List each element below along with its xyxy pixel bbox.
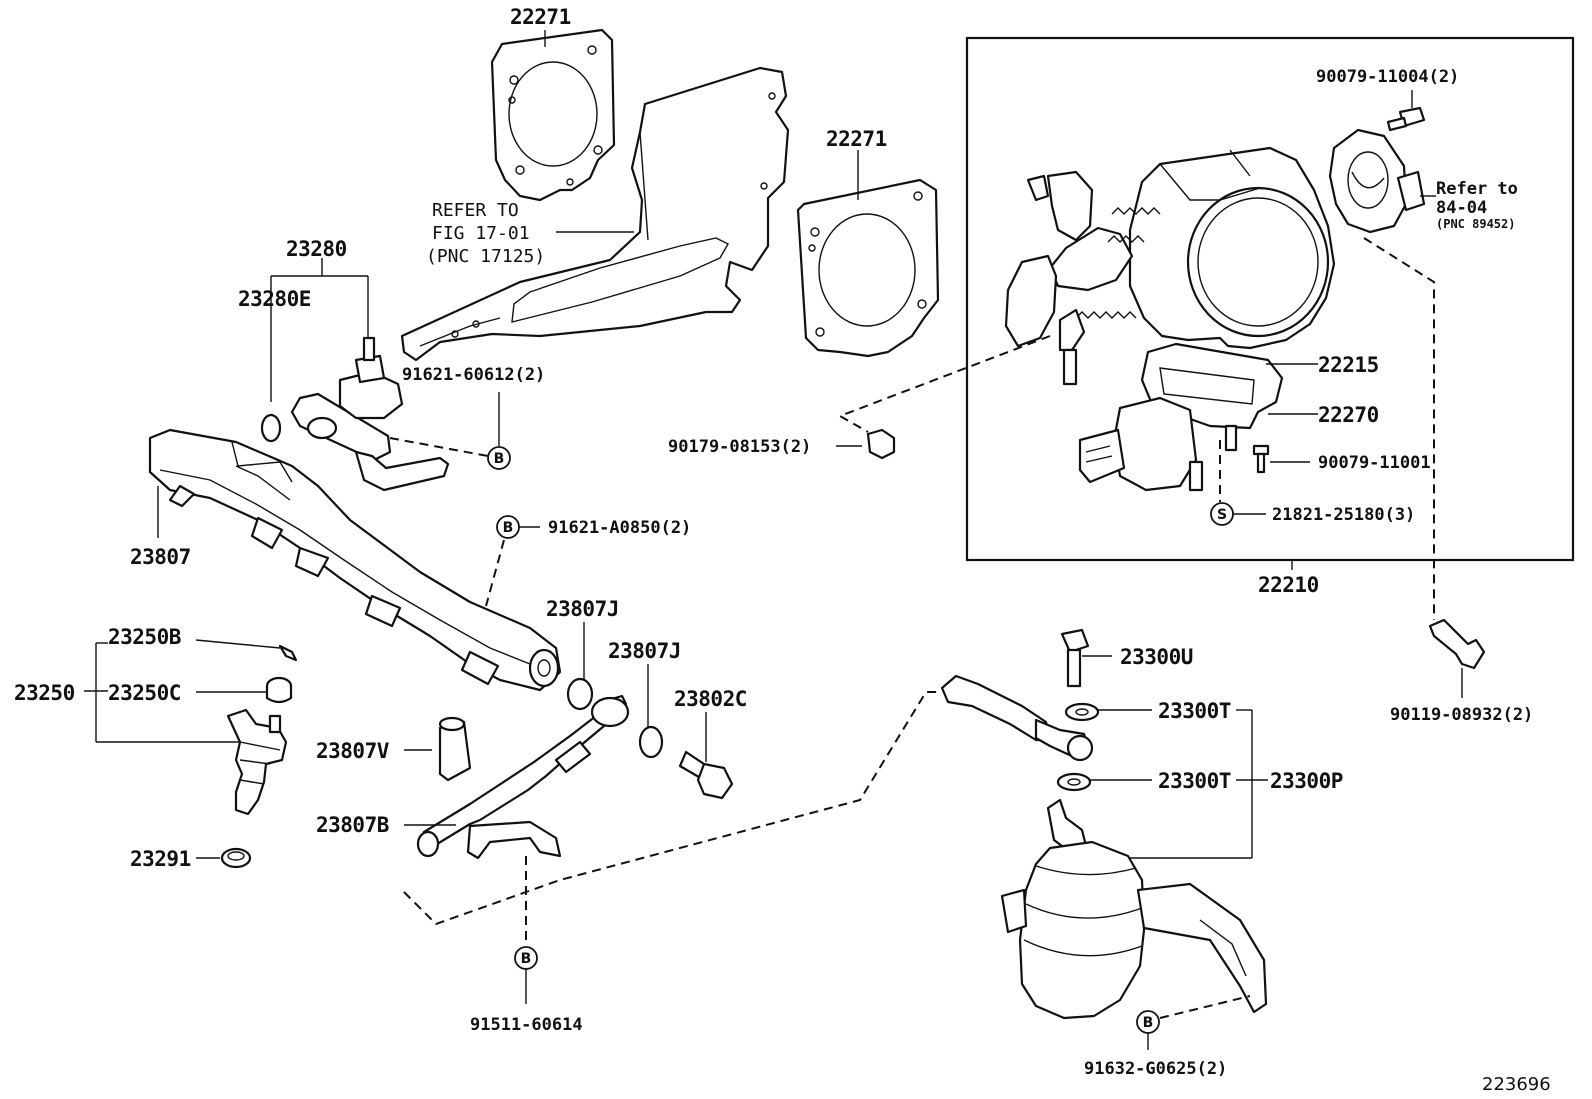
fuel-delivery-pipe [148,428,562,692]
svg-text:B: B [494,451,505,467]
label-23300P: 23300P [1270,769,1343,793]
label-23807J-b: 23807J [608,639,681,663]
bolt-marker-b-regulator [487,446,511,470]
label-22215: 22215 [1318,353,1379,377]
gasket-23300T-b [1056,772,1092,792]
refer2-line1: Refer to [1436,179,1518,199]
refer-note-line2: FIG 17-01 [432,223,530,244]
label-23300T-b: 23300T [1158,769,1231,793]
throttle-body [1004,146,1336,492]
label-91621-A0850: 91621-A0850(2) [548,518,691,538]
label-91621-60612: 91621-60612(2) [402,365,545,385]
intake-bracket-plate [400,66,790,362]
o-ring-23807J-b [638,725,664,759]
label-23807: 23807 [130,545,191,569]
bolt-90119-08932 [1428,618,1486,670]
screw-90079-11004 [1386,106,1426,132]
label-23807J-a: 23807J [546,597,619,621]
label-22271-top: 22271 [510,5,571,29]
label-23807V: 23807V [316,739,390,763]
throttle-body-assembly-box [965,36,1575,562]
refer2-line3: (PNC 89452) [1436,217,1515,231]
insulator-23250C [265,676,293,704]
throttle-position-sensor [1328,128,1426,234]
svg-text:B: B [1143,1015,1154,1031]
fuel-pipe-23807B [416,694,630,860]
label-23250B: 23250B [108,625,181,649]
label-90079-11004: 90079-11004(2) [1316,67,1459,87]
fuel-injector [226,708,288,816]
label-23250: 23250 [14,681,75,705]
label-90119-08932: 90119-08932(2) [1390,705,1533,725]
label-91632-G0625: 91632-G0625(2) [1084,1059,1227,1079]
label-23280: 23280 [286,237,347,261]
clip-23250B [278,644,298,662]
label-90179-08153: 90179-08153(2) [668,437,811,457]
screw-90079-11001 [1252,444,1270,474]
refer-note-line1: REFER TO [432,200,519,221]
label-22270: 22270 [1318,403,1379,427]
o-ring-23280E [260,413,282,443]
gasket-22271-top [490,28,616,202]
union-bolt-23300U [1060,628,1090,688]
union-bolt-23802C [678,750,734,800]
gasket-23300T-a [1064,702,1100,722]
fuel-hose [940,674,1094,762]
label-23280E: 23280E [238,287,311,311]
label-23250C: 23250C [108,681,181,705]
fuel-pressure-regulator [290,336,450,492]
label-21821-25180: 21821-25180(3) [1272,505,1415,525]
fuel-filter [1000,798,1268,1020]
label-23300T-a: 23300T [1158,699,1231,723]
svg-text:S: S [1217,507,1227,523]
label-91511-60614: 91511-60614 [470,1015,583,1035]
o-ring-23291 [220,847,252,869]
label-90079-11001: 90079-11001 [1318,453,1431,473]
refer-note-line3: (PNC 17125) [426,246,545,267]
gasket-22271-middle [796,178,940,358]
label-23802C: 23802C [674,687,747,711]
svg-text:B: B [521,951,532,967]
grommet-90179-08153 [866,428,896,460]
label-23807B: 23807B [316,813,389,837]
label-22271-middle: 22271 [826,127,887,151]
figure-number: 223696 [1482,1074,1551,1095]
label-23291: 23291 [130,847,191,871]
label-22210: 22210 [1258,573,1319,597]
svg-text:B: B [503,520,514,536]
refer2-line2: 84-04 [1436,198,1487,218]
label-23300U: 23300U [1120,645,1193,669]
delivery-pipe-spacer-23807V [438,716,472,782]
o-ring-23807J-a [566,677,594,711]
